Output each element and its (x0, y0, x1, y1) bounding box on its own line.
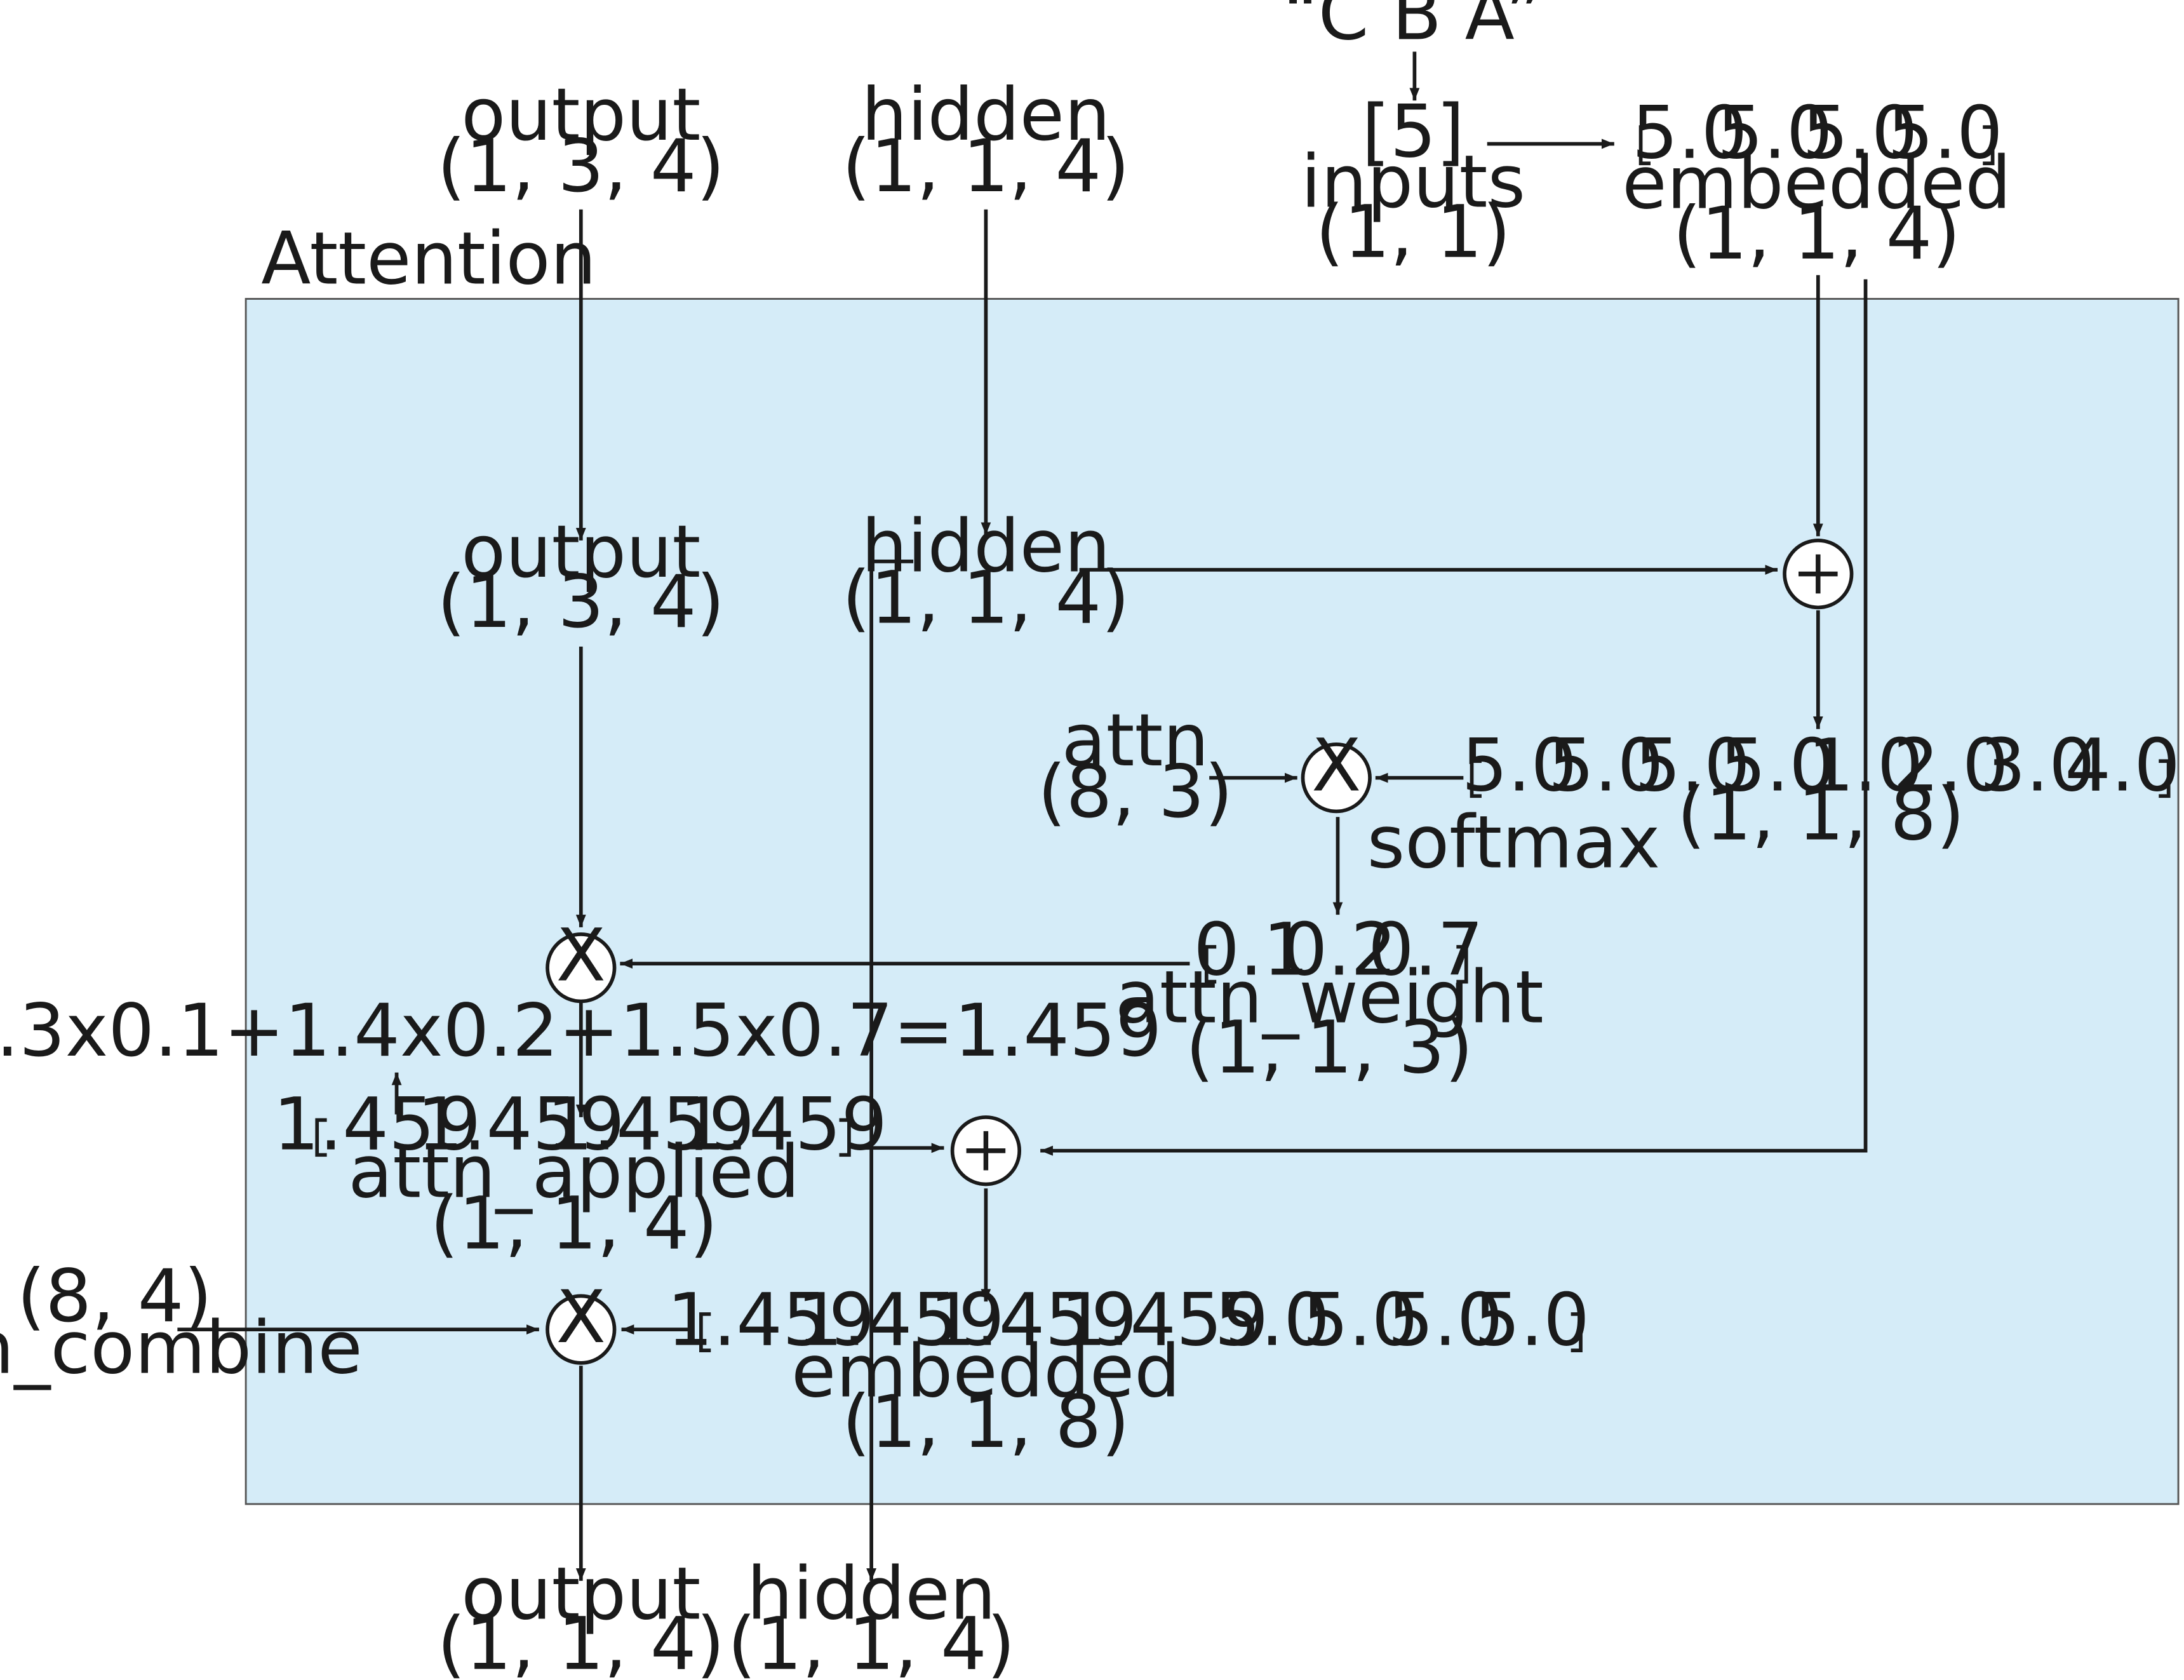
arrow-hidden-out (866, 560, 914, 1581)
inputs-token: [5] (1362, 89, 1464, 173)
attn-combine-shape: (8, 4) (17, 1254, 212, 1338)
vector-value: 5.0 (1635, 723, 1750, 807)
concat-vector: 5.0 5.0 5.0 5.0 1.0 2.0 3.0 4.0 (1461, 723, 2180, 807)
hidden-inner-shape: (1, 1, 4) (842, 556, 1130, 640)
embedded-bottom-name: embedded (791, 1329, 1181, 1414)
embedded-top-name: embedded (1622, 141, 2011, 225)
vector-value: 4.0 (2065, 723, 2180, 807)
vector-value: 1.0 (1808, 723, 1924, 807)
vector-value: 2.0 (1893, 723, 2009, 807)
vector-value: 0.2 (1282, 908, 1397, 992)
vector-value: 0.1 (1193, 908, 1309, 992)
multiply-node-combine: X (546, 1275, 617, 1365)
hidden-inner-name: hidden (861, 504, 1110, 588)
output-in-name: output (461, 72, 700, 157)
output-out-name: output (461, 1551, 700, 1636)
multiply-icon: X (556, 1275, 606, 1359)
inputs-name: inputs (1301, 139, 1525, 224)
vector-value: 5.0 (1720, 723, 1835, 807)
vector-value: 3.0 (1980, 723, 2095, 807)
attn-weight-vector: 0.1 0.2 0.7 (1193, 908, 1484, 992)
vector-value: 5.0 (1548, 723, 1664, 807)
attn-combine-name: attn_combine (0, 1305, 363, 1390)
weighted-sum-formula: 1.3x0.1+1.4x0.2+1.5x0.7=1.459 (0, 988, 1162, 1073)
add-node-1 (1783, 539, 1854, 610)
hidden-in-name: hidden (861, 72, 1110, 157)
vector-value: 5.0 (1214, 1277, 1330, 1362)
vector-value: 1.459 (417, 1082, 625, 1167)
vector-value: 1.459 (929, 1277, 1137, 1362)
multiply-node-attn: X (1301, 723, 1372, 814)
vector-value: 1.459 (797, 1277, 1005, 1362)
softmax-label: softmax (1367, 800, 1661, 884)
hidden-out-shape: (1, 1, 4) (728, 1601, 1015, 1680)
attn-applied-vector: 1.459 1.459 1.459 1.459 (273, 1082, 887, 1167)
output-out-shape: (1, 1, 4) (437, 1601, 725, 1680)
hidden-in-shape: (1, 1, 4) (842, 124, 1130, 208)
vector-value: 5.0 (1802, 90, 1918, 175)
vector-value: 5.0 (1717, 90, 1833, 175)
attn-weight-name: attn_weight (1115, 955, 1544, 1039)
vector-value: 1.459 (547, 1082, 754, 1167)
vector-value: 5.0 (1474, 1277, 1590, 1362)
vector-value: 5.0 (1461, 723, 1577, 807)
attn-shape: (8, 3) (1038, 749, 1233, 834)
inputs-shape: (1, 1) (1316, 190, 1511, 274)
attn-name: attn (1062, 698, 1209, 783)
hidden-out-name: hidden (747, 1551, 996, 1636)
attn-weight-shape: (1, 1, 3) (1186, 1005, 1473, 1090)
embedded-bottom-shape: (1, 1, 8) (842, 1380, 1130, 1464)
embedded-top-shape: (1, 1, 4) (1673, 191, 1960, 276)
multiply-icon: X (556, 913, 606, 997)
output-in-shape: (1, 3, 4) (437, 124, 725, 208)
vector-value: 1.459 (680, 1082, 887, 1167)
multiply-icon: X (1311, 723, 1361, 807)
multiply-node-bmm: X (546, 913, 617, 1004)
attn-applied-name: attn_applied (348, 1129, 800, 1214)
vector-value: 1.459 (273, 1082, 481, 1167)
embedded-top-vector: 5.0 5.0 5.0 5.0 (1632, 90, 2003, 175)
output-inner-name: output (461, 509, 700, 594)
attn-applied-shape: (1, 1, 4) (430, 1181, 718, 1266)
attention-box-title: Attention (261, 216, 596, 300)
add-node-2 (950, 1115, 1022, 1186)
concat-shape: (1, 1, 8) (1677, 772, 1965, 856)
vector-value: 1.459 (667, 1277, 874, 1362)
input-string: “C B A” (1283, 0, 1543, 57)
vector-value: 0.7 (1368, 908, 1484, 992)
embedded-bottom-vector: 1.459 1.459 1.459 1.459 5.0 5.0 5.0 5.0 (667, 1277, 1590, 1362)
vector-value: 5.0 (1388, 1277, 1503, 1362)
output-inner-shape: (1, 3, 4) (437, 560, 725, 644)
arrow-embedded-to-add2 (1040, 279, 1868, 1156)
vector-value: 5.0 (1632, 90, 1748, 175)
vector-value: 5.0 (1887, 90, 2003, 175)
vector-value: 5.0 (1303, 1277, 1418, 1362)
vector-value: 1.459 (1061, 1277, 1268, 1362)
